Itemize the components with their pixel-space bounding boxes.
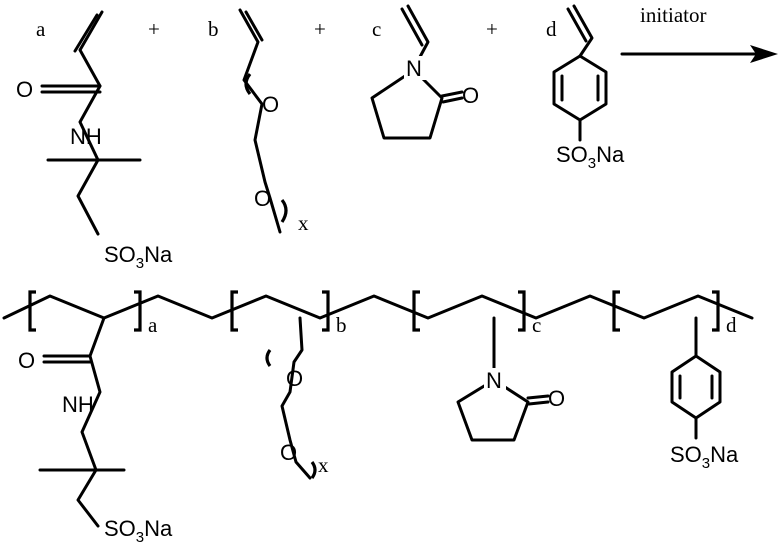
polymer-a-so3na: SO3Na (104, 516, 173, 546)
polymer-d-so3na: SO3Na (670, 442, 739, 472)
polymer-sub-d: d (726, 313, 737, 337)
plus-sign-3: + (486, 17, 498, 41)
monomer-b: b O O x (208, 8, 309, 235)
reaction-arrow: initiator (620, 3, 778, 63)
monomer-c-nitrogen: N (406, 56, 422, 81)
plus-sign-1: + (148, 17, 160, 41)
bracket-a-close (134, 290, 142, 332)
bracket-a-open (28, 290, 36, 332)
polymer: a b c d O NH SO3Na O O x N O SO3Na (2, 290, 754, 546)
monomer-c-label: c (372, 17, 381, 41)
bracket-c-open (412, 290, 420, 332)
allyl-double-bond (244, 10, 264, 42)
polymer-b-x: x (318, 453, 329, 477)
polymer-a-oxygen: O (18, 348, 35, 373)
monomer-b-oxygen-2: O (254, 186, 271, 211)
bracket-b-open (230, 290, 238, 332)
polymer-c-nitrogen: N (486, 368, 502, 393)
polymer-b-oxygen-1: O (286, 366, 303, 391)
monomer-a-nh: NH (70, 124, 102, 149)
polymer-sub-a: a (148, 313, 158, 337)
arrow-label: initiator (640, 3, 707, 27)
vinyl-double-bond (566, 7, 588, 43)
repeat-bracket-left (244, 73, 252, 95)
polymer-c-oxygen: O (548, 386, 565, 411)
monomer-d-label: d (546, 17, 557, 41)
ring-carbonyl-double (441, 96, 464, 104)
monomer-a-so3na: SO3Na (104, 242, 173, 272)
polymer-a-nh: NH (62, 392, 94, 417)
pyrrolidone-ring (370, 68, 444, 140)
n-label-bg (404, 56, 426, 80)
monomer-c: c N O (370, 4, 479, 140)
bracket-b-close (322, 290, 330, 332)
monomer-c-oxygen: O (462, 83, 479, 108)
monomer-b-x: x (298, 211, 309, 235)
arrow-head (750, 45, 778, 63)
vinyl-group (572, 4, 594, 58)
polymer-sub-c: c (532, 313, 541, 337)
plus-sign-2: + (314, 17, 326, 41)
polymer-b-oxygen-2: O (280, 440, 297, 465)
monomer-b-chain (238, 8, 282, 234)
vinyl-double-bond (400, 7, 424, 47)
repeat-bracket-right (280, 199, 288, 223)
monomer-b-oxygen-1: O (262, 92, 279, 117)
monomer-a-label: a (36, 17, 46, 41)
monomer-a: a O NH SO3Na (16, 10, 173, 272)
monomer-d: d SO3Na (546, 4, 625, 172)
ring-carbonyl (440, 90, 464, 98)
monomer-b-label: b (208, 17, 219, 41)
vinyl-double-bond (73, 13, 99, 53)
monomer-a-oxygen: O (16, 77, 33, 102)
bracket-d-open (612, 290, 620, 332)
polymer-sub-b: b (336, 313, 347, 337)
bracket-d-close (712, 290, 720, 332)
monomer-d-so3na: SO3Na (556, 142, 625, 172)
monomer-a-backbone (76, 10, 104, 236)
bracket-c-close (518, 290, 526, 332)
